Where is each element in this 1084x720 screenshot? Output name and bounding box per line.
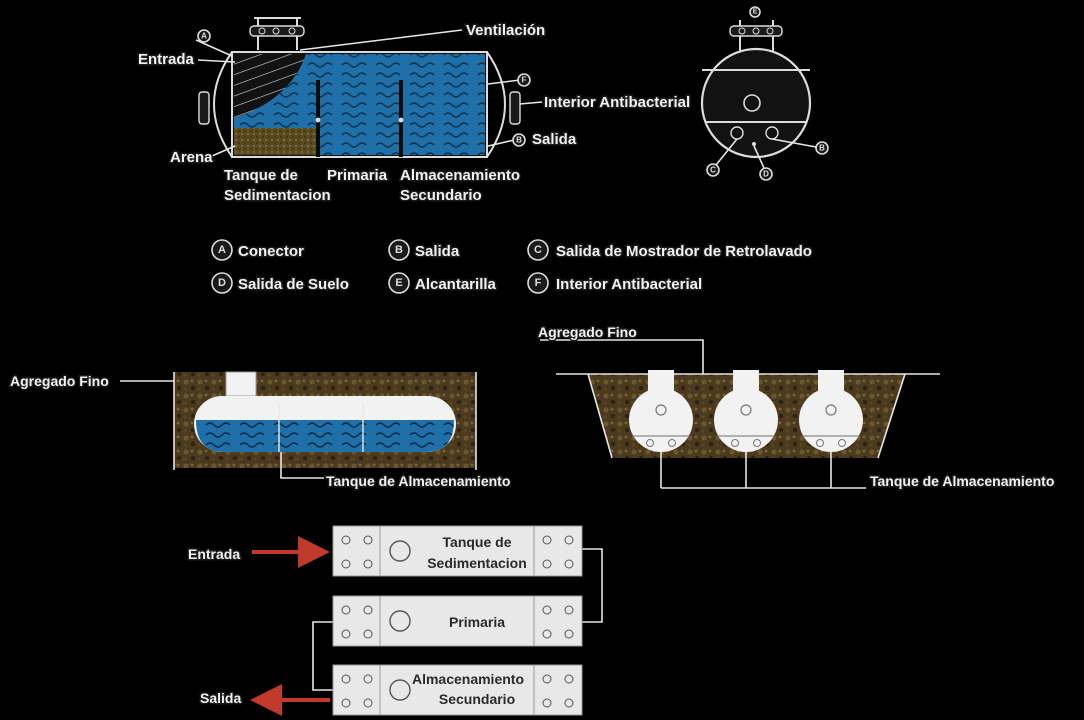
inlet-port <box>198 91 210 125</box>
cross-marker-d: D <box>763 170 769 179</box>
cross-marker-c: C <box>710 166 716 175</box>
sand-layer <box>234 128 316 155</box>
legend-text: Interior Antibacterial <box>556 276 702 293</box>
stage-storage-line2: Secundario <box>439 691 515 707</box>
single-aggregate-label: Agregado Fino <box>10 373 109 389</box>
cross-section: E C D B <box>700 6 829 181</box>
burial-single: Agregado Fino Tanque de Almacenamiento <box>9 371 512 491</box>
cross-marker-e: E <box>753 9 758 16</box>
multi-tank-label: Tanque de Almacenamiento <box>870 473 1054 489</box>
flow-stage-settling: Tanque de Sedimentacion <box>332 525 583 577</box>
label-inlet: Entrada <box>138 51 195 68</box>
stage-settling-line1: Tanque de <box>443 534 512 550</box>
flow-outlet-label: Salida <box>200 690 241 706</box>
outlet-port <box>509 91 521 125</box>
flow-stage-primary: Primaria <box>332 595 583 647</box>
single-riser <box>225 371 257 397</box>
marker-b: B <box>516 136 522 145</box>
svg-text:C: C <box>534 244 542 256</box>
legend: A Conector B Salida C Salida de Mostrado… <box>211 239 813 295</box>
flow-diagram: Tanque de Sedimentacion Primaria <box>187 525 603 716</box>
label-antibacterial: Interior Antibacterial <box>544 94 690 111</box>
label-ventilation: Ventilación <box>466 22 545 39</box>
cross-marker-b: B <box>819 144 825 153</box>
marker-a: A <box>201 32 207 41</box>
multi-aggregate-label: Agregado Fino <box>538 324 637 340</box>
flow-inlet-label: Entrada <box>188 546 240 562</box>
burial-multi: Agregado Fino Tanque de Almacenamiento <box>537 323 1056 491</box>
single-tank-label: Tanque de Almacenamiento <box>326 473 510 489</box>
label-storage-1: Almacenamiento <box>400 167 520 184</box>
flow-stage-storage: Almacenamiento Secundario <box>332 664 583 716</box>
legend-text: Salida de Suelo <box>238 276 349 293</box>
svg-text:F: F <box>535 277 542 289</box>
legend-item: E Alcantarilla <box>388 272 498 295</box>
stage-settling-line2: Sedimentacion <box>427 555 527 571</box>
multi-tank <box>714 370 778 452</box>
svg-text:E: E <box>395 277 402 289</box>
label-primary: Primaria <box>327 167 388 184</box>
legend-text: Conector <box>238 243 304 260</box>
svg-text:D: D <box>218 277 226 289</box>
legend-text: Alcantarilla <box>415 276 497 293</box>
sediment-hatch <box>234 54 306 118</box>
label-outlet: Salida <box>532 131 577 148</box>
longitudinal-tank: A F B Ventilación Entrada Interior Antib… <box>137 17 692 206</box>
multi-tank <box>629 370 693 452</box>
legend-text: Salida <box>415 243 460 260</box>
legend-item: C Salida de Mostrador de Retrolavado <box>527 239 813 262</box>
vent-fixture <box>249 17 305 50</box>
label-settling-2: Sedimentacion <box>224 187 331 204</box>
svg-text:A: A <box>218 244 226 256</box>
svg-text:B: B <box>395 244 403 256</box>
legend-item: D Salida de Suelo <box>211 272 350 295</box>
tank-left-cap <box>213 51 233 158</box>
legend-text: Salida de Mostrador de Retrolavado <box>556 243 812 260</box>
label-settling-1: Tanque de <box>224 167 298 184</box>
tank-right-cap <box>486 51 506 158</box>
marker-f: F <box>522 76 527 85</box>
cross-shell <box>700 47 812 159</box>
legend-item: A Conector <box>211 239 306 262</box>
stage-storage-line1: Almacenamiento <box>412 671 524 687</box>
stage-primary-line1: Primaria <box>449 614 505 630</box>
label-storage-2: Secundario <box>400 187 482 204</box>
legend-item: B Salida <box>388 239 461 262</box>
legend-item: F Interior Antibacterial <box>527 272 704 295</box>
label-sand: Arena <box>170 149 213 166</box>
multi-tank <box>799 370 863 452</box>
